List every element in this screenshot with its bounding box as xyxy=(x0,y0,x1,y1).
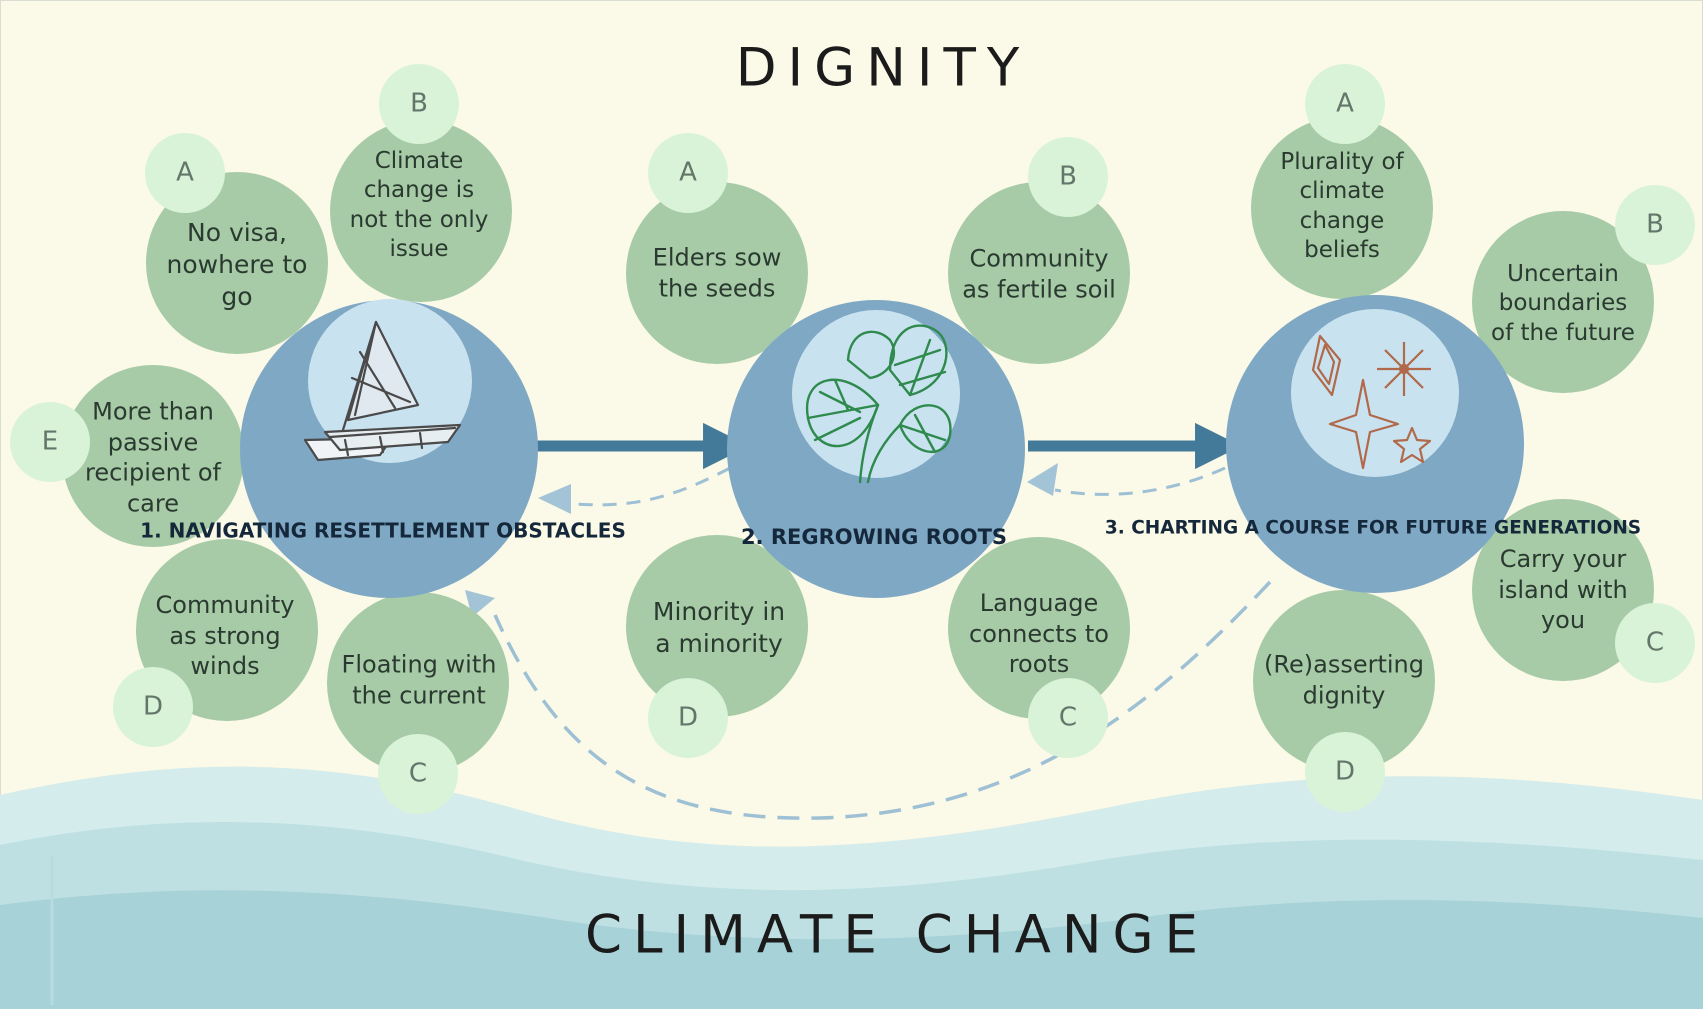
circle-3b xyxy=(1472,211,1654,393)
sailboat-icon xyxy=(303,320,462,462)
badge-1a xyxy=(145,133,225,213)
badge-1d xyxy=(113,667,193,747)
theme-3-sub-d-letter: D xyxy=(1334,756,1356,787)
subtheme-circles xyxy=(62,117,1654,774)
theme-1-sub-a-letter: A xyxy=(176,157,194,188)
badge-1e xyxy=(10,402,90,482)
theme-2-sub-c-letter: C xyxy=(1058,702,1078,733)
badge-1c xyxy=(378,734,458,814)
theme-1-sub-e-text: More than passive recipient of care xyxy=(84,397,222,518)
circle-2d xyxy=(626,535,808,717)
core-inner-2 xyxy=(792,310,960,478)
badge-3a xyxy=(1305,64,1385,144)
theme-1-sub-b-letter: B xyxy=(410,88,428,119)
dashed-arrow-2-to-1 xyxy=(559,466,731,507)
theme-1-sub-d-text: Community as strong winds xyxy=(155,590,295,681)
dashed-arrow-3-to-1 xyxy=(493,580,1272,820)
theme-3-sub-a-letter: A xyxy=(1336,88,1354,119)
theme-2-sub-d-text: Minority in a minority xyxy=(652,597,786,658)
dashed-head-2 xyxy=(1027,463,1058,496)
theme-1-label: 1. NAVIGATING RESETTLEMENT OBSTACLES xyxy=(140,518,626,543)
theme-1-sub-e-letter: E xyxy=(41,426,59,457)
taro-leaf-icon xyxy=(805,324,952,484)
theme-3-sub-c-letter: C xyxy=(1645,627,1665,658)
badge-2b xyxy=(1028,137,1108,217)
theme-2-sub-b-letter: B xyxy=(1059,161,1077,192)
circle-1e xyxy=(62,365,244,547)
dashed-feedback-arrows xyxy=(493,466,1272,820)
badge-1b xyxy=(379,64,459,144)
theme-2-sub-a-text: Elders sow the seeds xyxy=(652,243,782,302)
badge-2c xyxy=(1028,678,1108,758)
circle-1d xyxy=(136,539,318,721)
theme-1-sub-c-text: Floating with the current xyxy=(341,650,497,709)
wave-front xyxy=(0,890,1703,1009)
badge-2d xyxy=(648,678,728,758)
badge-2a xyxy=(648,133,728,213)
core-inner-3 xyxy=(1291,309,1459,477)
bottom-title: CLIMATE CHANGE xyxy=(584,904,1210,966)
dashed-arrow-heads xyxy=(465,463,1058,617)
theme-2-sub-a-letter: A xyxy=(679,157,697,188)
circle-2b xyxy=(948,182,1130,364)
badge-3c xyxy=(1615,603,1695,683)
top-title: DIGNITY xyxy=(735,37,1031,99)
theme-2-sub-c-text: Language connects to roots xyxy=(969,588,1109,679)
theme-3-sub-d-text: (Re)asserting dignity xyxy=(1264,650,1424,709)
theme-2-sub-d-letter: D xyxy=(677,702,699,733)
circle-2a xyxy=(626,182,808,364)
stars-icon xyxy=(1311,334,1432,470)
theme-1-sub-c-letter: C xyxy=(408,758,428,789)
theme-3-sub-a-text: Plurality of climate change beliefs xyxy=(1280,149,1404,264)
dashed-arrow-3-to-2 xyxy=(1054,466,1226,496)
ocean-waves xyxy=(0,766,1703,1009)
circle-1b xyxy=(330,120,512,302)
theme-3-sub-c-text: Carry your island with you xyxy=(1498,544,1628,635)
theme-2-label: 2. REGROWING ROOTS xyxy=(740,524,1008,549)
theme-2-sub-b-text: Community as fertile soil xyxy=(962,244,1116,303)
theme-3-label: 3. CHARTING A COURSE FOR FUTURE GENERATI… xyxy=(1104,517,1642,539)
letter-badges xyxy=(10,64,1695,814)
circle-3a xyxy=(1251,117,1433,299)
badge-3d xyxy=(1305,732,1385,812)
dashed-head-1 xyxy=(538,484,571,514)
theme-3-sub-b-text: Uncertain boundaries of the future xyxy=(1491,260,1635,346)
circle-3d xyxy=(1253,590,1435,772)
theme-1-sub-d-letter: D xyxy=(142,691,164,722)
circle-3c xyxy=(1472,499,1654,681)
theme-3-sub-b-letter: B xyxy=(1646,209,1664,240)
theme-1-sub-a-text: No visa, nowhere to go xyxy=(166,218,308,311)
badge-3b xyxy=(1615,185,1695,265)
theme-1-sub-b-text: Climate change is not the only issue xyxy=(349,148,489,263)
circle-1c xyxy=(327,592,509,774)
circle-1a xyxy=(146,172,328,354)
circle-2c xyxy=(948,537,1130,719)
